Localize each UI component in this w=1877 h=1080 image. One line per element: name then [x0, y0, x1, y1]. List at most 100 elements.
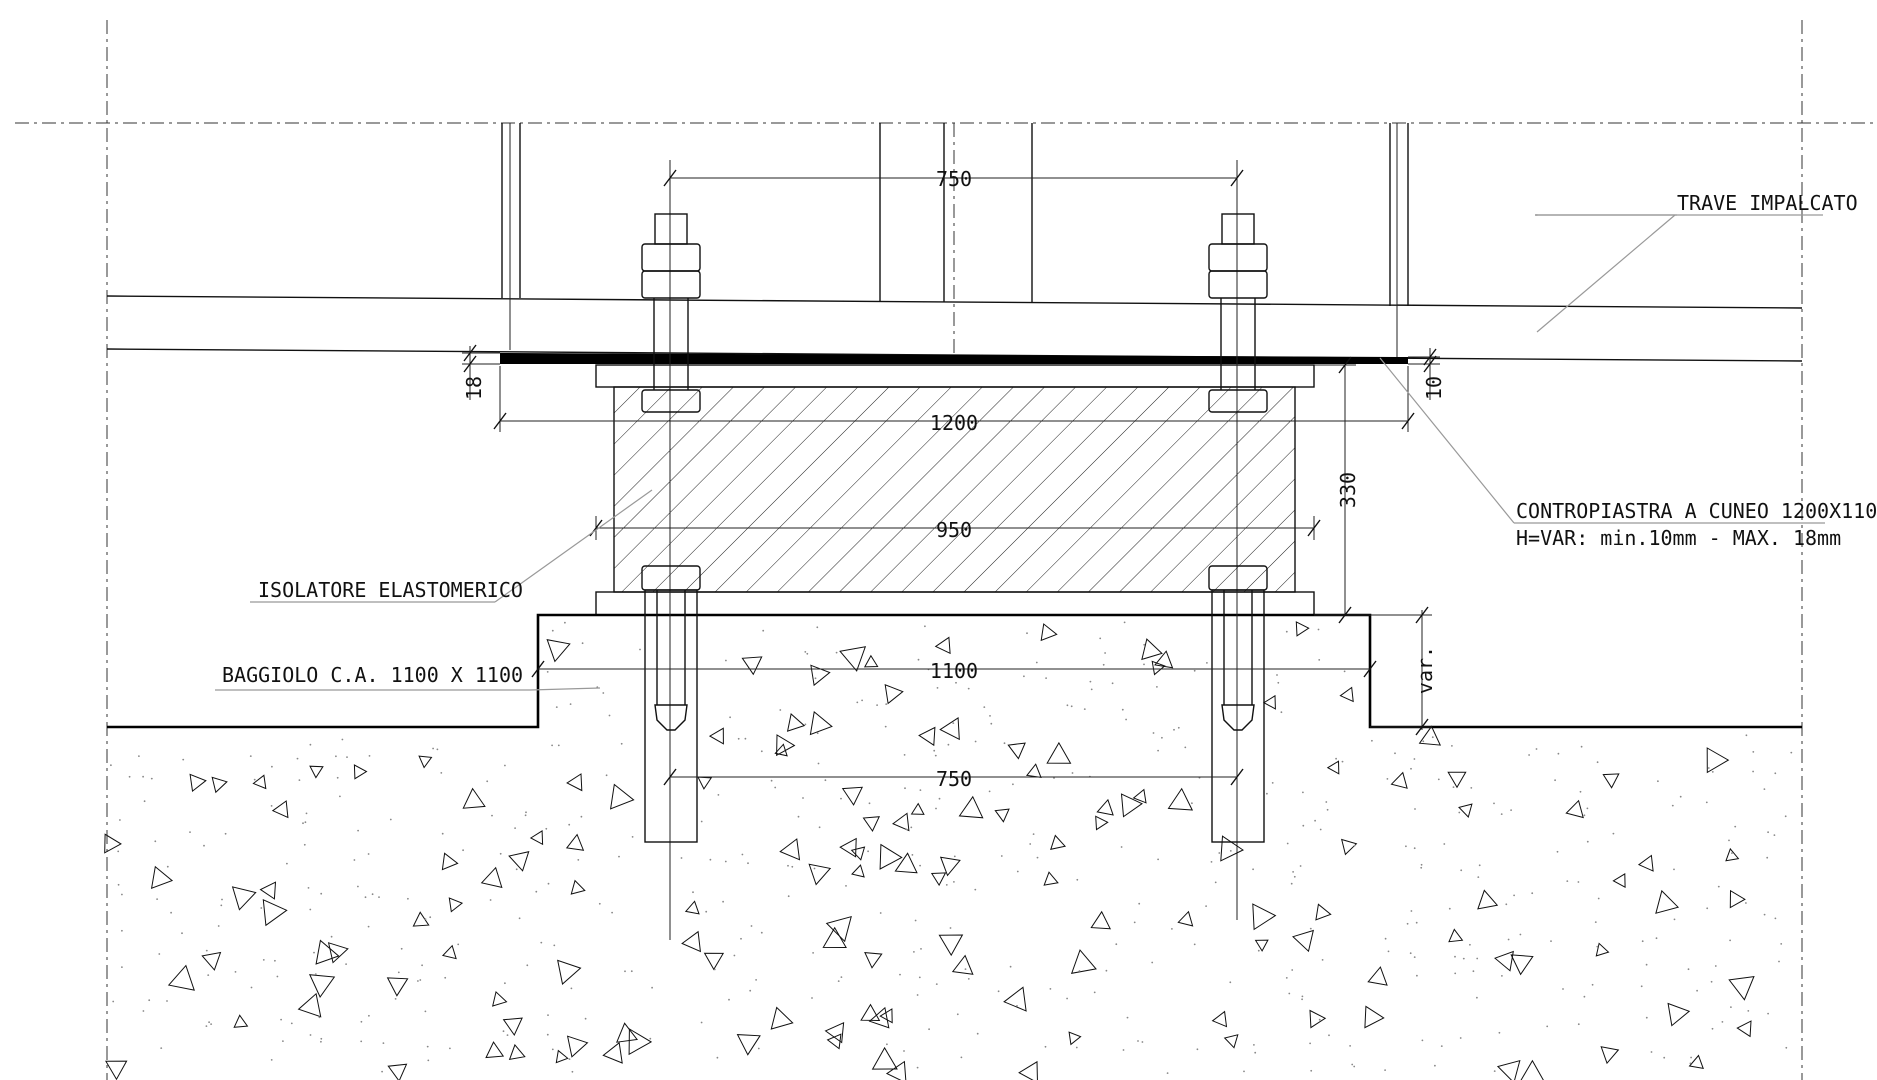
- aggregate-mark: [825, 915, 852, 943]
- aggregate-dot: [117, 883, 120, 886]
- aggregate-dot: [1029, 843, 1032, 845]
- aggregate-mark: [1510, 954, 1534, 976]
- aggregate-dot: [1083, 708, 1086, 710]
- aggregate-dot: [260, 907, 263, 909]
- aggregate-mark: [201, 951, 222, 971]
- aggregate-dot: [220, 904, 223, 907]
- aggregate-dot: [760, 931, 763, 934]
- aggregate-dot: [557, 744, 560, 747]
- label-isolatore: ISOLATORE ELASTOMERICO: [258, 578, 523, 602]
- aggregate-dot: [570, 987, 573, 990]
- aggregate-dot: [271, 765, 273, 768]
- aggregate-mark: [309, 765, 324, 779]
- aggregate-dot: [1752, 770, 1754, 773]
- aggregate-dot: [160, 1047, 163, 1049]
- aggregate-mark: [502, 1017, 523, 1036]
- aggregate-dot: [1141, 1041, 1144, 1043]
- aggregate-mark: [741, 656, 763, 676]
- aggregate-dot: [967, 978, 970, 980]
- aggregate-dot: [504, 982, 506, 985]
- aggregate-mark: [1040, 623, 1058, 642]
- aggregate-dot: [1152, 732, 1155, 734]
- aggregate-dot: [1070, 705, 1073, 708]
- aggregate-dot: [608, 714, 611, 717]
- aggregate-dot: [489, 899, 492, 901]
- aggregate-dot: [649, 1037, 652, 1040]
- aggregate-dot: [1318, 1018, 1321, 1021]
- aggregate-dot: [457, 943, 460, 946]
- aggregate-dot: [933, 749, 936, 752]
- aggregate-dot: [1414, 808, 1416, 810]
- aggregate-dot: [1696, 989, 1698, 992]
- aggregate-dot: [1193, 669, 1196, 672]
- aggregate-mark: [609, 783, 635, 810]
- aggregate-dot: [1049, 988, 1052, 990]
- aggregate-dot: [436, 748, 439, 751]
- aggregate-dot: [1387, 950, 1390, 953]
- aggregate-dot: [1519, 933, 1522, 936]
- aggregate-dot: [224, 832, 227, 835]
- aggregate-dot: [1596, 945, 1599, 948]
- aggregate-dot: [309, 743, 312, 746]
- aggregate-dot: [1714, 965, 1717, 967]
- aggregate-dot: [274, 959, 276, 962]
- aggregate-dot: [357, 829, 359, 832]
- aggregate-dot: [1478, 864, 1481, 867]
- aggregate-dot: [1035, 661, 1038, 664]
- aggregate-dot: [1016, 1005, 1018, 1007]
- aggregate-dot: [545, 827, 548, 830]
- aggregate-dot: [899, 973, 901, 976]
- aggregate-dot: [419, 979, 422, 981]
- aggregate-dot: [1290, 882, 1293, 885]
- aggregate-dot: [1353, 844, 1356, 847]
- aggregate-dot: [630, 970, 633, 973]
- aggregate-mark: [570, 879, 586, 895]
- aggregate-dot: [154, 840, 157, 843]
- aggregate-dot: [1493, 802, 1495, 805]
- aggregate-mark: [1050, 834, 1067, 850]
- aggregate-dot: [1579, 790, 1582, 793]
- aggregate-dot: [208, 1021, 211, 1024]
- aggregate-dot: [1137, 1040, 1139, 1042]
- aggregate-dot: [1071, 772, 1074, 774]
- aggregate-dot: [729, 716, 731, 719]
- aggregate-dot: [1105, 969, 1108, 972]
- aggregate-dot: [491, 814, 493, 817]
- aggregate-dot: [1477, 876, 1480, 878]
- aggregate-dot: [142, 1010, 145, 1012]
- aggregate-dot: [705, 910, 708, 913]
- aggregate-dot: [282, 1040, 284, 1042]
- aggregate-mark: [480, 866, 503, 889]
- aggregate-dot: [1093, 991, 1096, 994]
- aggregate-dot: [1566, 880, 1569, 882]
- aggregate-dot: [1415, 921, 1418, 924]
- aggregate-dot: [1229, 981, 1232, 984]
- aggregate-dot: [955, 681, 957, 684]
- aggregate-dot: [1177, 726, 1180, 729]
- aggregate-dot: [920, 948, 922, 950]
- aggregate-dot: [1125, 718, 1127, 721]
- aggregate-mark: [492, 990, 508, 1007]
- aggregate-mark: [105, 1060, 128, 1080]
- aggregate-dot: [620, 742, 623, 745]
- aggregate-mark: [1725, 847, 1740, 862]
- aggregate-dot: [119, 819, 121, 821]
- aggregate-dot: [713, 968, 716, 971]
- aggregate-mark: [1070, 949, 1097, 974]
- aggregate-dot: [166, 1000, 168, 1002]
- aggregate-mark: [879, 1008, 893, 1024]
- dim-var: var.: [1413, 646, 1437, 694]
- aggregate-dot: [305, 812, 308, 815]
- aggregate-mark: [1602, 773, 1620, 789]
- aggregate-dot: [250, 986, 253, 989]
- aggregate-dot: [816, 732, 819, 735]
- aggregate-dot: [205, 1025, 208, 1027]
- aggregate-mark: [918, 726, 936, 747]
- aggregate-dot: [733, 954, 736, 957]
- aggregate-dot: [818, 826, 821, 829]
- aggregate-dot: [1730, 1006, 1732, 1008]
- aggregate-dot: [845, 885, 847, 887]
- aggregate-dot: [903, 754, 906, 756]
- aggregate-mark: [1018, 1060, 1038, 1080]
- aggregate-dot: [424, 1010, 427, 1013]
